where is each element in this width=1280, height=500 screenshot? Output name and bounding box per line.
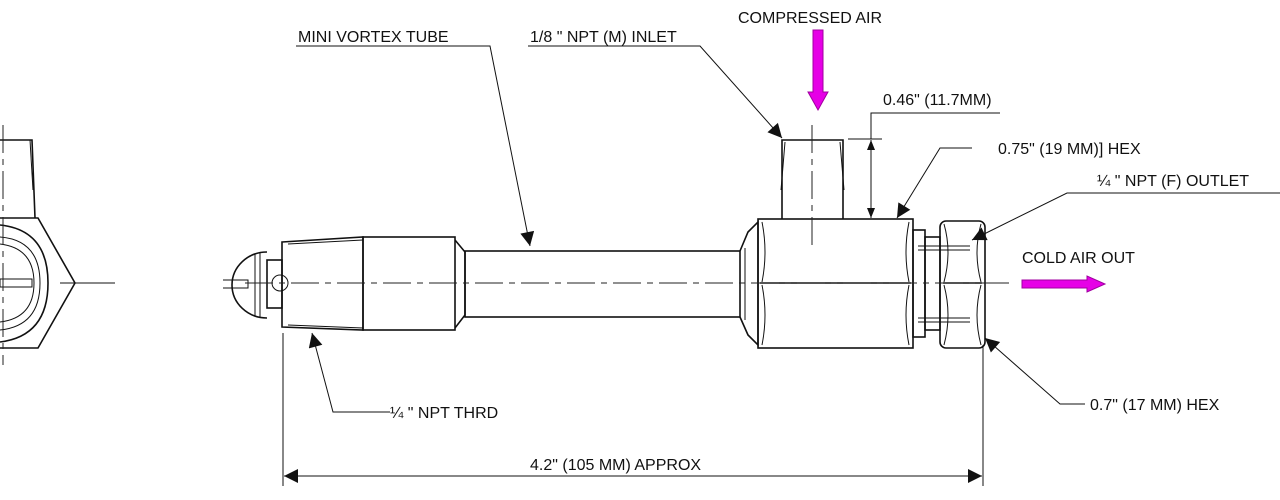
label-inlet: 1/8 " NPT (M) INLET [530,29,677,46]
callout-thread: ¼ " NPT THRD [308,332,498,422]
cold-air-arrow-icon [1021,275,1107,293]
label-body-hex: 0.75" (19 MM)] HEX [998,141,1141,158]
label-inlet-height: 0.46" (11.7MM) [883,92,992,109]
callout-inlet: 1/8 " NPT (M) INLET [528,29,783,139]
label-compressed-air: COMPRESSED AIR [738,10,882,27]
vortex-tube-side-view [223,125,1010,349]
label-thread: ¼ " NPT THRD [390,405,498,422]
compressed-air-arrow-icon [807,29,829,112]
callout-compressed-air: COMPRESSED AIR [738,10,882,112]
callout-body-hex: 0.75" (19 MM)] HEX [896,141,1141,219]
dimension-inlet-height: 0.46" (11.7MM) [848,92,1000,218]
label-outlet-hex: 0.7" (17 MM) HEX [1090,397,1220,414]
callout-cold-air-out: COLD AIR OUT [1021,250,1135,293]
callout-outlet-hex: 0.7" (17 MM) HEX [984,337,1220,414]
label-overall-length: 4.2" (105 MM) APPROX [530,457,701,474]
callout-mini-vortex-tube: MINI VORTEX TUBE [296,29,535,247]
label-mini-vortex-tube: MINI VORTEX TUBE [298,29,449,46]
end-view [0,125,115,365]
dimension-overall-length: 4.2" (105 MM) APPROX [282,333,984,486]
label-cold-air-out: COLD AIR OUT [1022,250,1135,267]
callout-outlet: ¼ " NPT (F) OUTLET [971,173,1280,241]
label-outlet: ¼ " NPT (F) OUTLET [1097,173,1249,190]
